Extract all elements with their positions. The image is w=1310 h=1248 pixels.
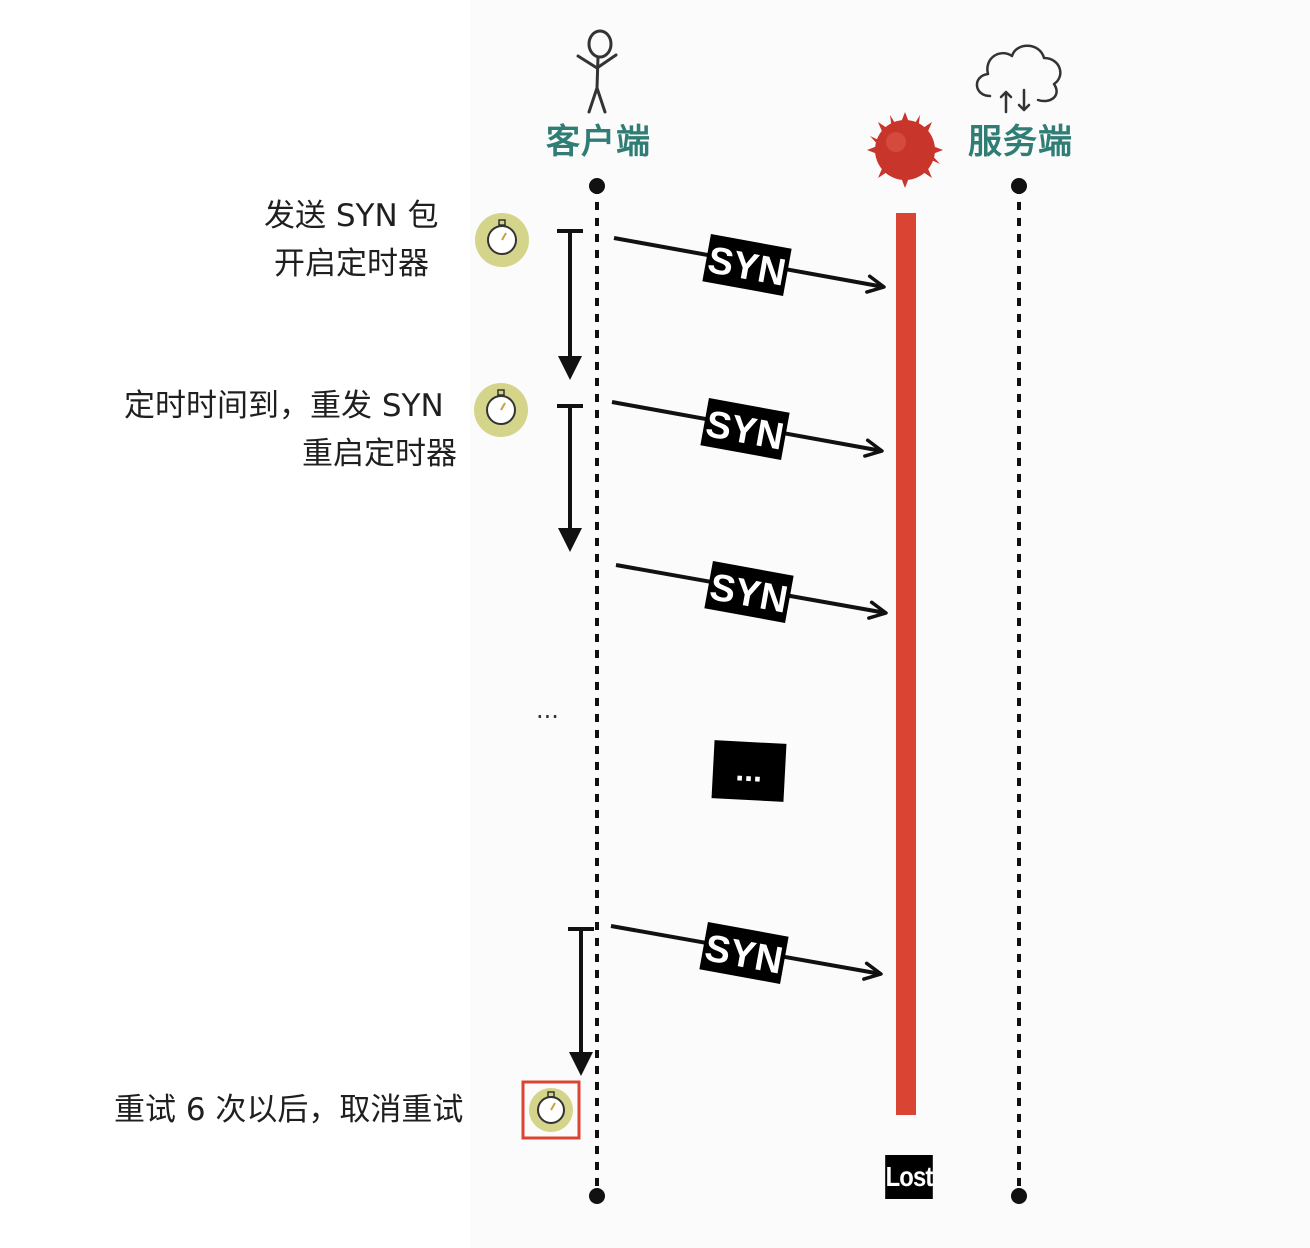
timer-interval-2 (557, 404, 583, 552)
ellipsis-label: ... (735, 751, 764, 788)
retransmit-note-line1: 定时时间到，重发 SYN (124, 388, 444, 424)
giveup-note: 重试 6 次以后，取消重试 (114, 1092, 464, 1128)
red-splat-icon (867, 112, 943, 188)
left-ellipsis: ... (536, 696, 559, 724)
syn-message-2: SYN (611, 398, 884, 460)
syn-label-box (699, 922, 789, 984)
syn-message-3: SYN (615, 561, 888, 623)
stopwatch-icon (474, 383, 528, 437)
first-send-note-line2: 开启定时器 (274, 246, 429, 282)
client-lifeline (589, 178, 605, 1204)
client-actor-label: 客户端 (546, 122, 651, 162)
syn-label-box (704, 561, 794, 623)
first-send-note-line1: 发送 SYN 包 (264, 198, 439, 234)
syn-label-box (702, 234, 792, 296)
timer-interval-1 (557, 229, 583, 380)
timer-interval-3 (568, 927, 594, 1076)
server-actor-label: 服务端 (968, 122, 1073, 162)
lost-label: Lost (885, 1155, 933, 1199)
diagram-background (470, 0, 1310, 1248)
retransmit-note-line2: 重启定时器 (302, 436, 457, 472)
ellipsis-message: ... (711, 740, 787, 802)
stopwatch-icon (475, 213, 529, 267)
server-lifeline (1011, 178, 1027, 1204)
stick-figure-icon (576, 29, 618, 114)
syn-message-1: SYN (613, 234, 886, 296)
ellipsis-label-box (711, 740, 787, 802)
cloud-icon (975, 44, 1062, 114)
syn-label-box (700, 398, 790, 460)
stopwatch-icon-cancelled (521, 1080, 581, 1140)
highlight-box (521, 1080, 581, 1140)
lost-barrier-bar (896, 213, 916, 1115)
syn-message-5: SYN (610, 922, 883, 984)
